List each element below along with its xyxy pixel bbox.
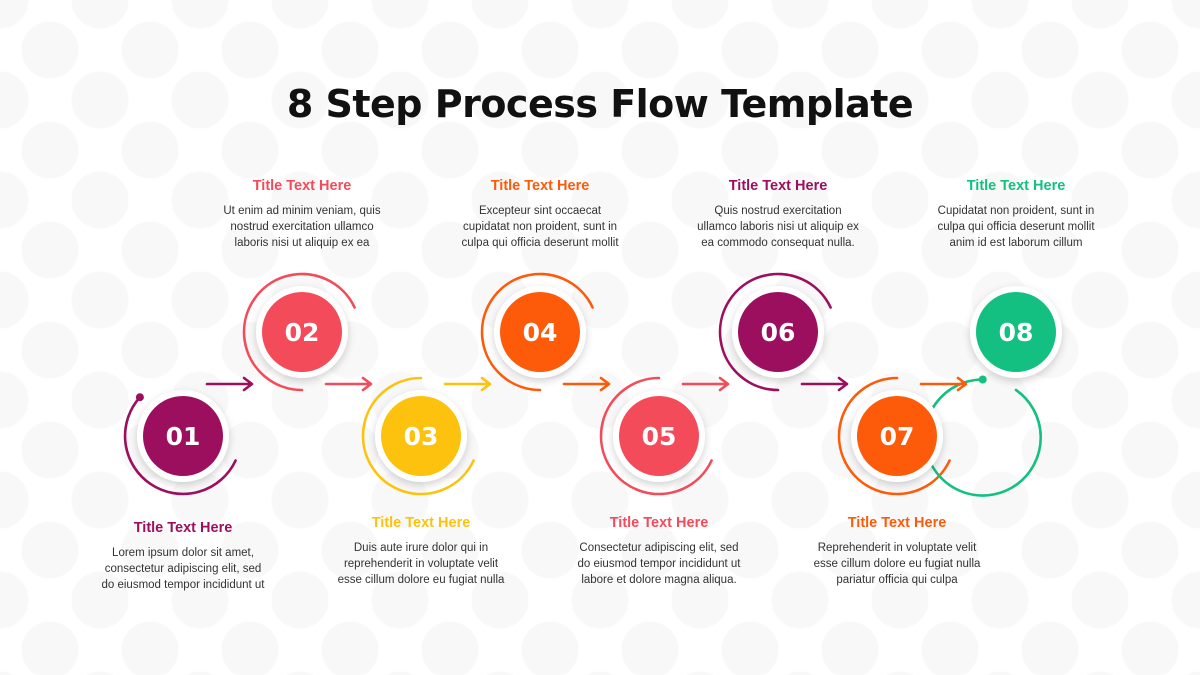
step-04-description: Excepteur sint occaecat cupidatat non pr… [420,203,660,251]
step-05-ring [599,376,713,496]
page-title: 8 Step Process Flow Template [286,82,914,126]
step-05-line-1: Consectetur adipiscing elit, sed [579,542,739,554]
step-03-connector-arrow [443,376,492,392]
step-07-connector-arrow [919,376,968,392]
step-07-number: 07 [880,422,915,451]
step-01-badge [143,396,223,476]
step-02-text: Title Text Here Ut enim ad minim veniam,… [182,178,422,251]
step-06-connector-arrow [800,376,849,392]
step-07-text: Title Text Here Reprehenderit in volupta… [777,515,1017,588]
step-01-ring [123,395,237,496]
step-08-ring [923,378,1043,497]
step-06-number: 06 [761,318,796,347]
step-07-line-1: Reprehenderit in voluptate velit [817,542,977,554]
step-07-description: Reprehenderit in voluptate velit esse ci… [777,540,1017,588]
step-01-description: Lorem ipsum dolor sit amet, consectetur … [63,545,303,593]
step-03-title: Title Text Here [371,515,471,531]
step-04-ring [480,272,594,392]
step-07-title: Title Text Here [847,515,947,531]
step-01-connector-arrow [205,376,254,392]
step-06-title: Title Text Here [728,178,828,194]
step-06-ring [718,272,832,392]
step-01-line-1: Lorem ipsum dolor sit amet, [112,547,254,559]
step-02-number: 02 [285,318,320,347]
step-03-description: Duis aute irure dolor qui in reprehender… [301,540,541,588]
step-02-line-1: Ut enim ad minim veniam, quis [223,205,381,217]
step-04-text: Title Text Here Excepteur sint occaecat … [420,178,660,251]
step-02-connector-arrow [324,376,373,392]
flow-end-dot [978,375,987,384]
step-08-line-1: Cupidatat non proident, sunt in [937,205,1095,217]
step-06-text: Title Text Here Quis nostrud exercitatio… [658,178,898,251]
step-01-title: Title Text Here [133,520,233,536]
step-05-line-3: labore et dolore magna aliqua. [581,574,737,586]
step-02-line-2: nostrud exercitation ullamco [230,221,374,233]
step-04-title: Title Text Here [490,178,590,194]
step-01-number: 01 [166,422,201,451]
step-06-line-1: Quis nostrud exercitation [714,205,842,217]
step-02-title: Title Text Here [252,178,352,194]
step-05-number: 05 [642,422,677,451]
step-08-badge [976,292,1056,372]
step-07-ring [837,376,951,496]
step-05-text: Title Text Here Consectetur adipiscing e… [539,515,779,588]
step-03-ring [361,376,475,496]
step-03-badge [381,396,461,476]
step-02-description: Ut enim ad minim veniam, quis nostrud ex… [182,203,422,251]
step-08-line-3: anim id est laborum cillum [949,237,1083,249]
step-03-line-3: esse cillum dolore eu fugiat nulla [337,574,505,586]
step-05-title: Title Text Here [609,515,709,531]
step-05-description: Consectetur adipiscing elit, sed do eius… [539,540,779,588]
step-08-text: Title Text Here Cupidatat non proident, … [896,178,1136,251]
step-08-line-2: culpa qui officia deserunt mollit [937,221,1095,233]
step-08-description: Cupidatat non proident, sunt in culpa qu… [896,203,1136,251]
step-06-line-2: ullamco laboris nisi ut aliquip ex [697,221,859,233]
step-04-line-2: cupidatat non proident, sunt in [462,221,618,233]
step-01-line-3: do eiusmod tempor incididunt ut [101,579,265,591]
step-08-title: Title Text Here [966,178,1066,194]
step-04-line-3: culpa qui officia deserunt mollit [461,237,619,249]
step-04-connector-arrow [562,376,611,392]
step-06-line-3: ea commodo consequat nulla. [701,237,855,249]
step-07-badge [857,396,937,476]
step-03-line-1: Duis aute irure dolor qui in [353,542,489,554]
step-01-text: Title Text Here Lorem ipsum dolor sit am… [63,520,303,593]
flow-start-dot [135,393,144,402]
step-08-number: 08 [999,318,1034,347]
step-07-line-3: pariatur officia qui culpa [836,574,958,586]
step-03-number: 03 [404,422,439,451]
step-05-connector-arrow [681,376,730,392]
step-02-ring [242,272,356,392]
step-05-line-2: do eiusmod tempor incididunt ut [577,558,741,570]
step-02-line-3: laboris nisi ut aliquip ex ea [234,237,370,249]
step-06-badge [738,292,818,372]
step-07-line-2: esse cillum dolore eu fugiat nulla [813,558,981,570]
step-03-line-2: reprehenderit in voluptate velit [343,558,499,570]
step-06-description: Quis nostrud exercitation ullamco labori… [658,203,898,251]
step-03-text: Title Text Here Duis aute irure dolor qu… [301,515,541,588]
step-02-badge [262,292,342,372]
step-04-badge [500,292,580,372]
step-04-number: 04 [523,318,558,347]
step-04-line-1: Excepteur sint occaecat [478,205,602,217]
step-01-line-2: consectetur adipiscing elit, sed [104,563,262,575]
step-05-badge [619,396,699,476]
